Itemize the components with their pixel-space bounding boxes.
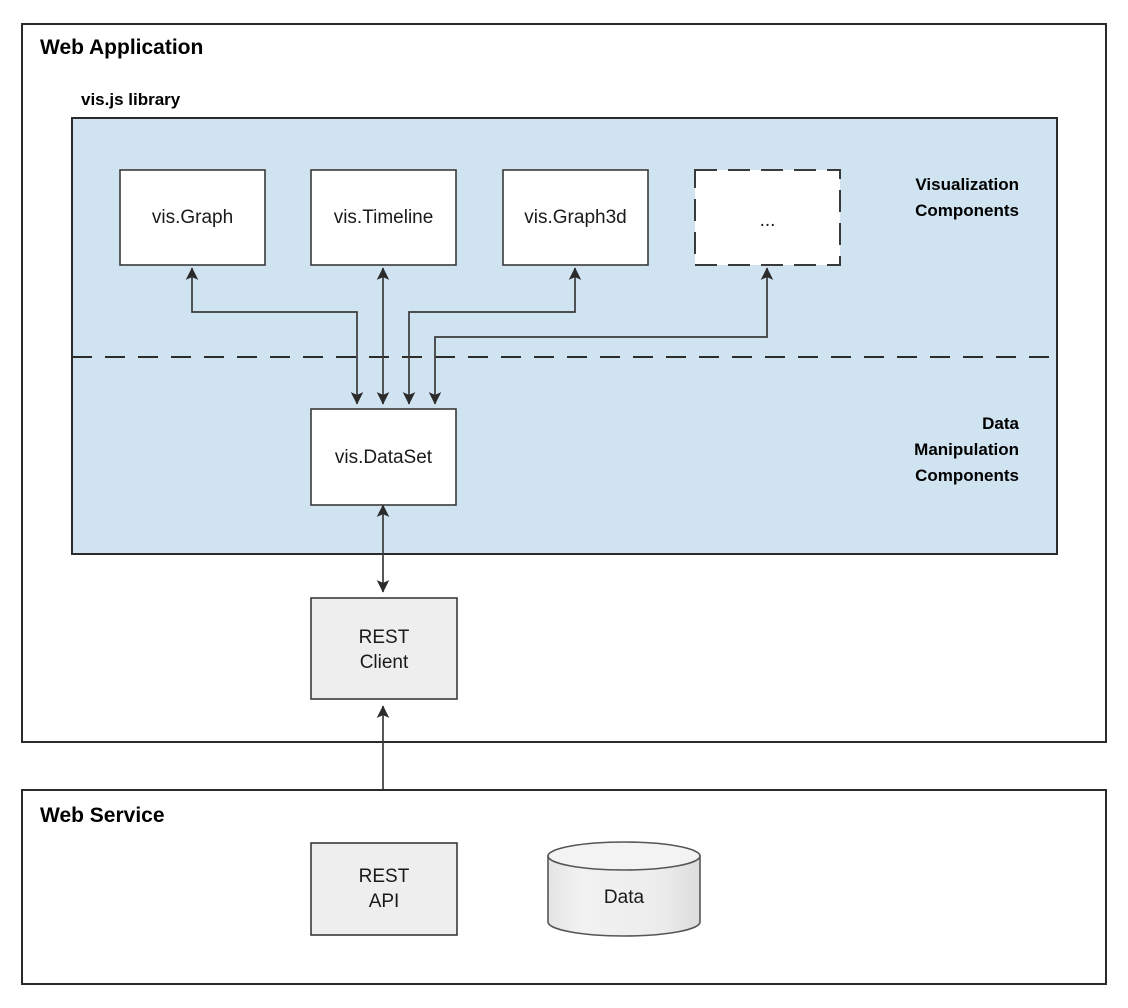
data-manipulation-label-line1: Data bbox=[982, 414, 1019, 433]
node-rest-client-label-line2: Client bbox=[360, 652, 409, 673]
node-more-components[interactable]: ... bbox=[694, 169, 841, 266]
node-vis-graph-label: vis.Graph bbox=[152, 207, 233, 228]
node-vis-timeline[interactable]: vis.Timeline bbox=[310, 169, 457, 266]
node-rest-api-label-line2: API bbox=[369, 891, 400, 912]
visualization-components-label-line2: Components bbox=[915, 201, 1019, 220]
data-manipulation-label-line3: Components bbox=[915, 466, 1019, 485]
node-rest-client-label-line1: REST bbox=[359, 627, 410, 648]
edge-dataset-more bbox=[428, 267, 774, 405]
edge-dataset-graph bbox=[185, 267, 364, 405]
node-data-store-label: Data bbox=[604, 887, 645, 908]
vis-js-library-title: vis.js library bbox=[81, 90, 181, 109]
node-vis-timeline-label: vis.Timeline bbox=[334, 207, 434, 228]
node-vis-graph3d[interactable]: vis.Graph3d bbox=[502, 169, 649, 266]
node-rest-api[interactable]: REST API bbox=[310, 842, 458, 936]
node-vis-dataset[interactable]: vis.DataSet bbox=[310, 408, 457, 506]
web-service-title: Web Service bbox=[40, 804, 165, 827]
node-vis-graph[interactable]: vis.Graph bbox=[119, 169, 266, 266]
node-vis-graph3d-label: vis.Graph3d bbox=[524, 207, 626, 228]
node-vis-dataset-label: vis.DataSet bbox=[335, 447, 433, 468]
node-rest-api-label-line1: REST bbox=[359, 866, 410, 887]
web-application-title: Web Application bbox=[40, 36, 203, 59]
visualization-components-label-line1: Visualization bbox=[915, 175, 1019, 194]
node-rest-client[interactable]: REST Client bbox=[310, 597, 458, 700]
node-data-store[interactable]: Data bbox=[547, 841, 701, 937]
node-more-components-label: ... bbox=[760, 210, 776, 231]
data-manipulation-label-line2: Manipulation bbox=[914, 440, 1019, 459]
